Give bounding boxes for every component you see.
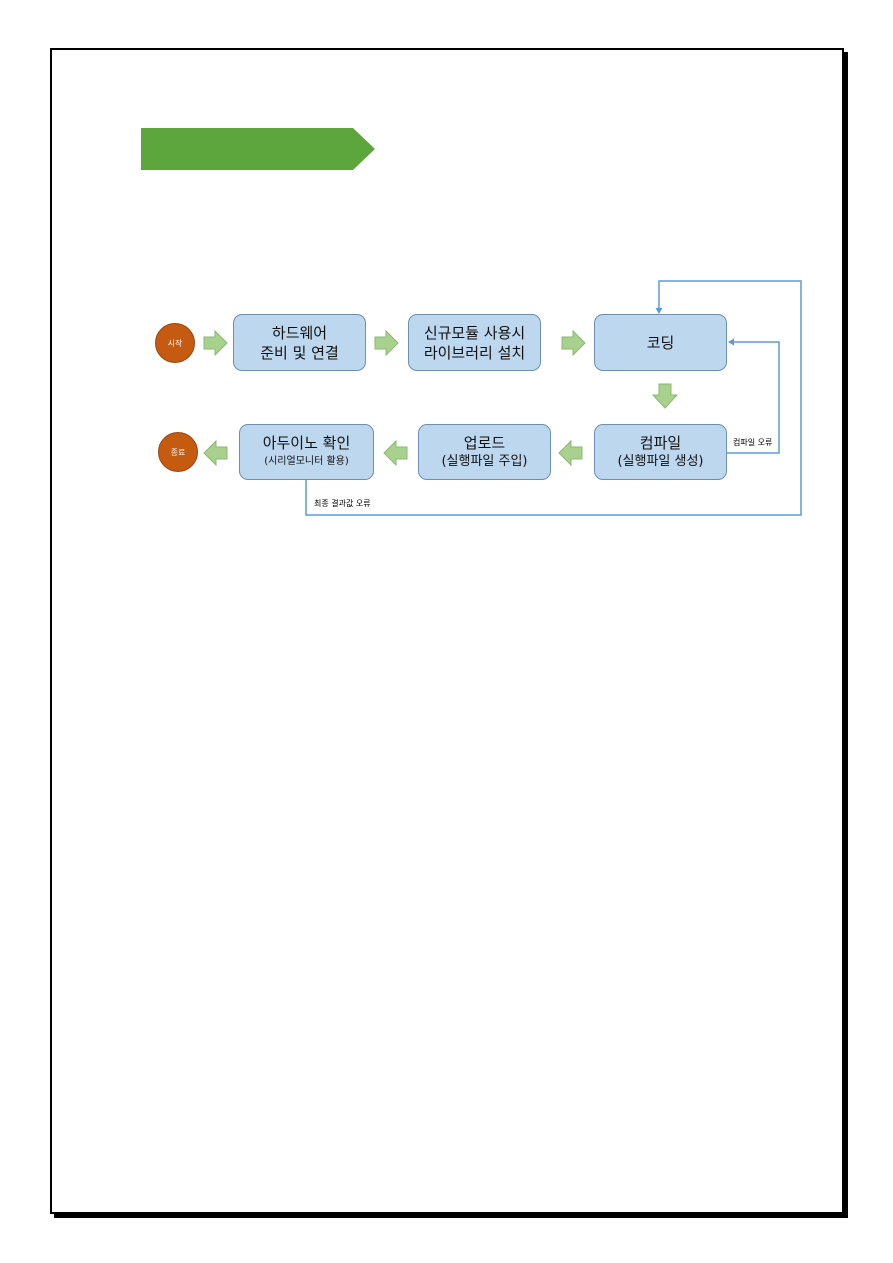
compile-error-loop-line [727,341,780,454]
step-check-line2: (시리얼모니터 활용) [264,456,349,467]
step-upload-line2: (실행파일 주입) [441,454,528,469]
step-upload-line1: 업로드 [463,434,506,452]
step-hardware: 하드웨어 준비 및 연결 [233,314,366,371]
compile-error-label: 컴파일 오류 [733,438,772,447]
start-label: 시작 [167,338,183,348]
final-error-label: 최종 결과값 오류 [314,498,371,508]
step-coding: 코딩 [594,314,727,371]
arrow-upload-to-check [383,439,408,467]
step-library-line2: 라이브러리 설치 [423,343,526,362]
arrow-check-to-end [203,439,228,467]
arrow-coding-to-compile [651,383,679,409]
step-compile-line1: 컴파일 [639,434,682,452]
step-check: 아두이노 확인 (시리얼모니터 활용) [239,424,374,480]
start-node: 시작 [155,323,195,363]
step-upload: 업로드 (실행파일 주입) [418,424,551,480]
step-library: 신규모듈 사용시 라이브러리 설치 [408,314,541,371]
step-compile: 컴파일 (실행파일 생성) [594,424,727,480]
final-error-loop-line [305,280,802,516]
step-coding-line1: 코딩 [646,333,675,352]
compile-error-loop-arrowhead [728,338,734,346]
arrow-library-to-coding [561,329,586,357]
section-header-banner [141,128,375,170]
step-hardware-line2: 준비 및 연결 [260,343,339,362]
final-error-loop-arrowhead [655,308,663,314]
step-library-line1: 신규모듈 사용시 [423,323,526,342]
step-hardware-line1: 하드웨어 [271,323,328,342]
step-compile-line2: (실행파일 생성) [617,454,704,469]
page-border [50,48,844,1214]
arrow-hardware-to-library [374,329,399,357]
arrow-compile-to-upload [558,439,583,467]
step-check-line1: 아두이노 확인 [262,434,351,452]
arrow-start-to-hardware [203,329,228,357]
end-node: 종료 [158,432,198,472]
end-label: 종료 [170,447,186,457]
